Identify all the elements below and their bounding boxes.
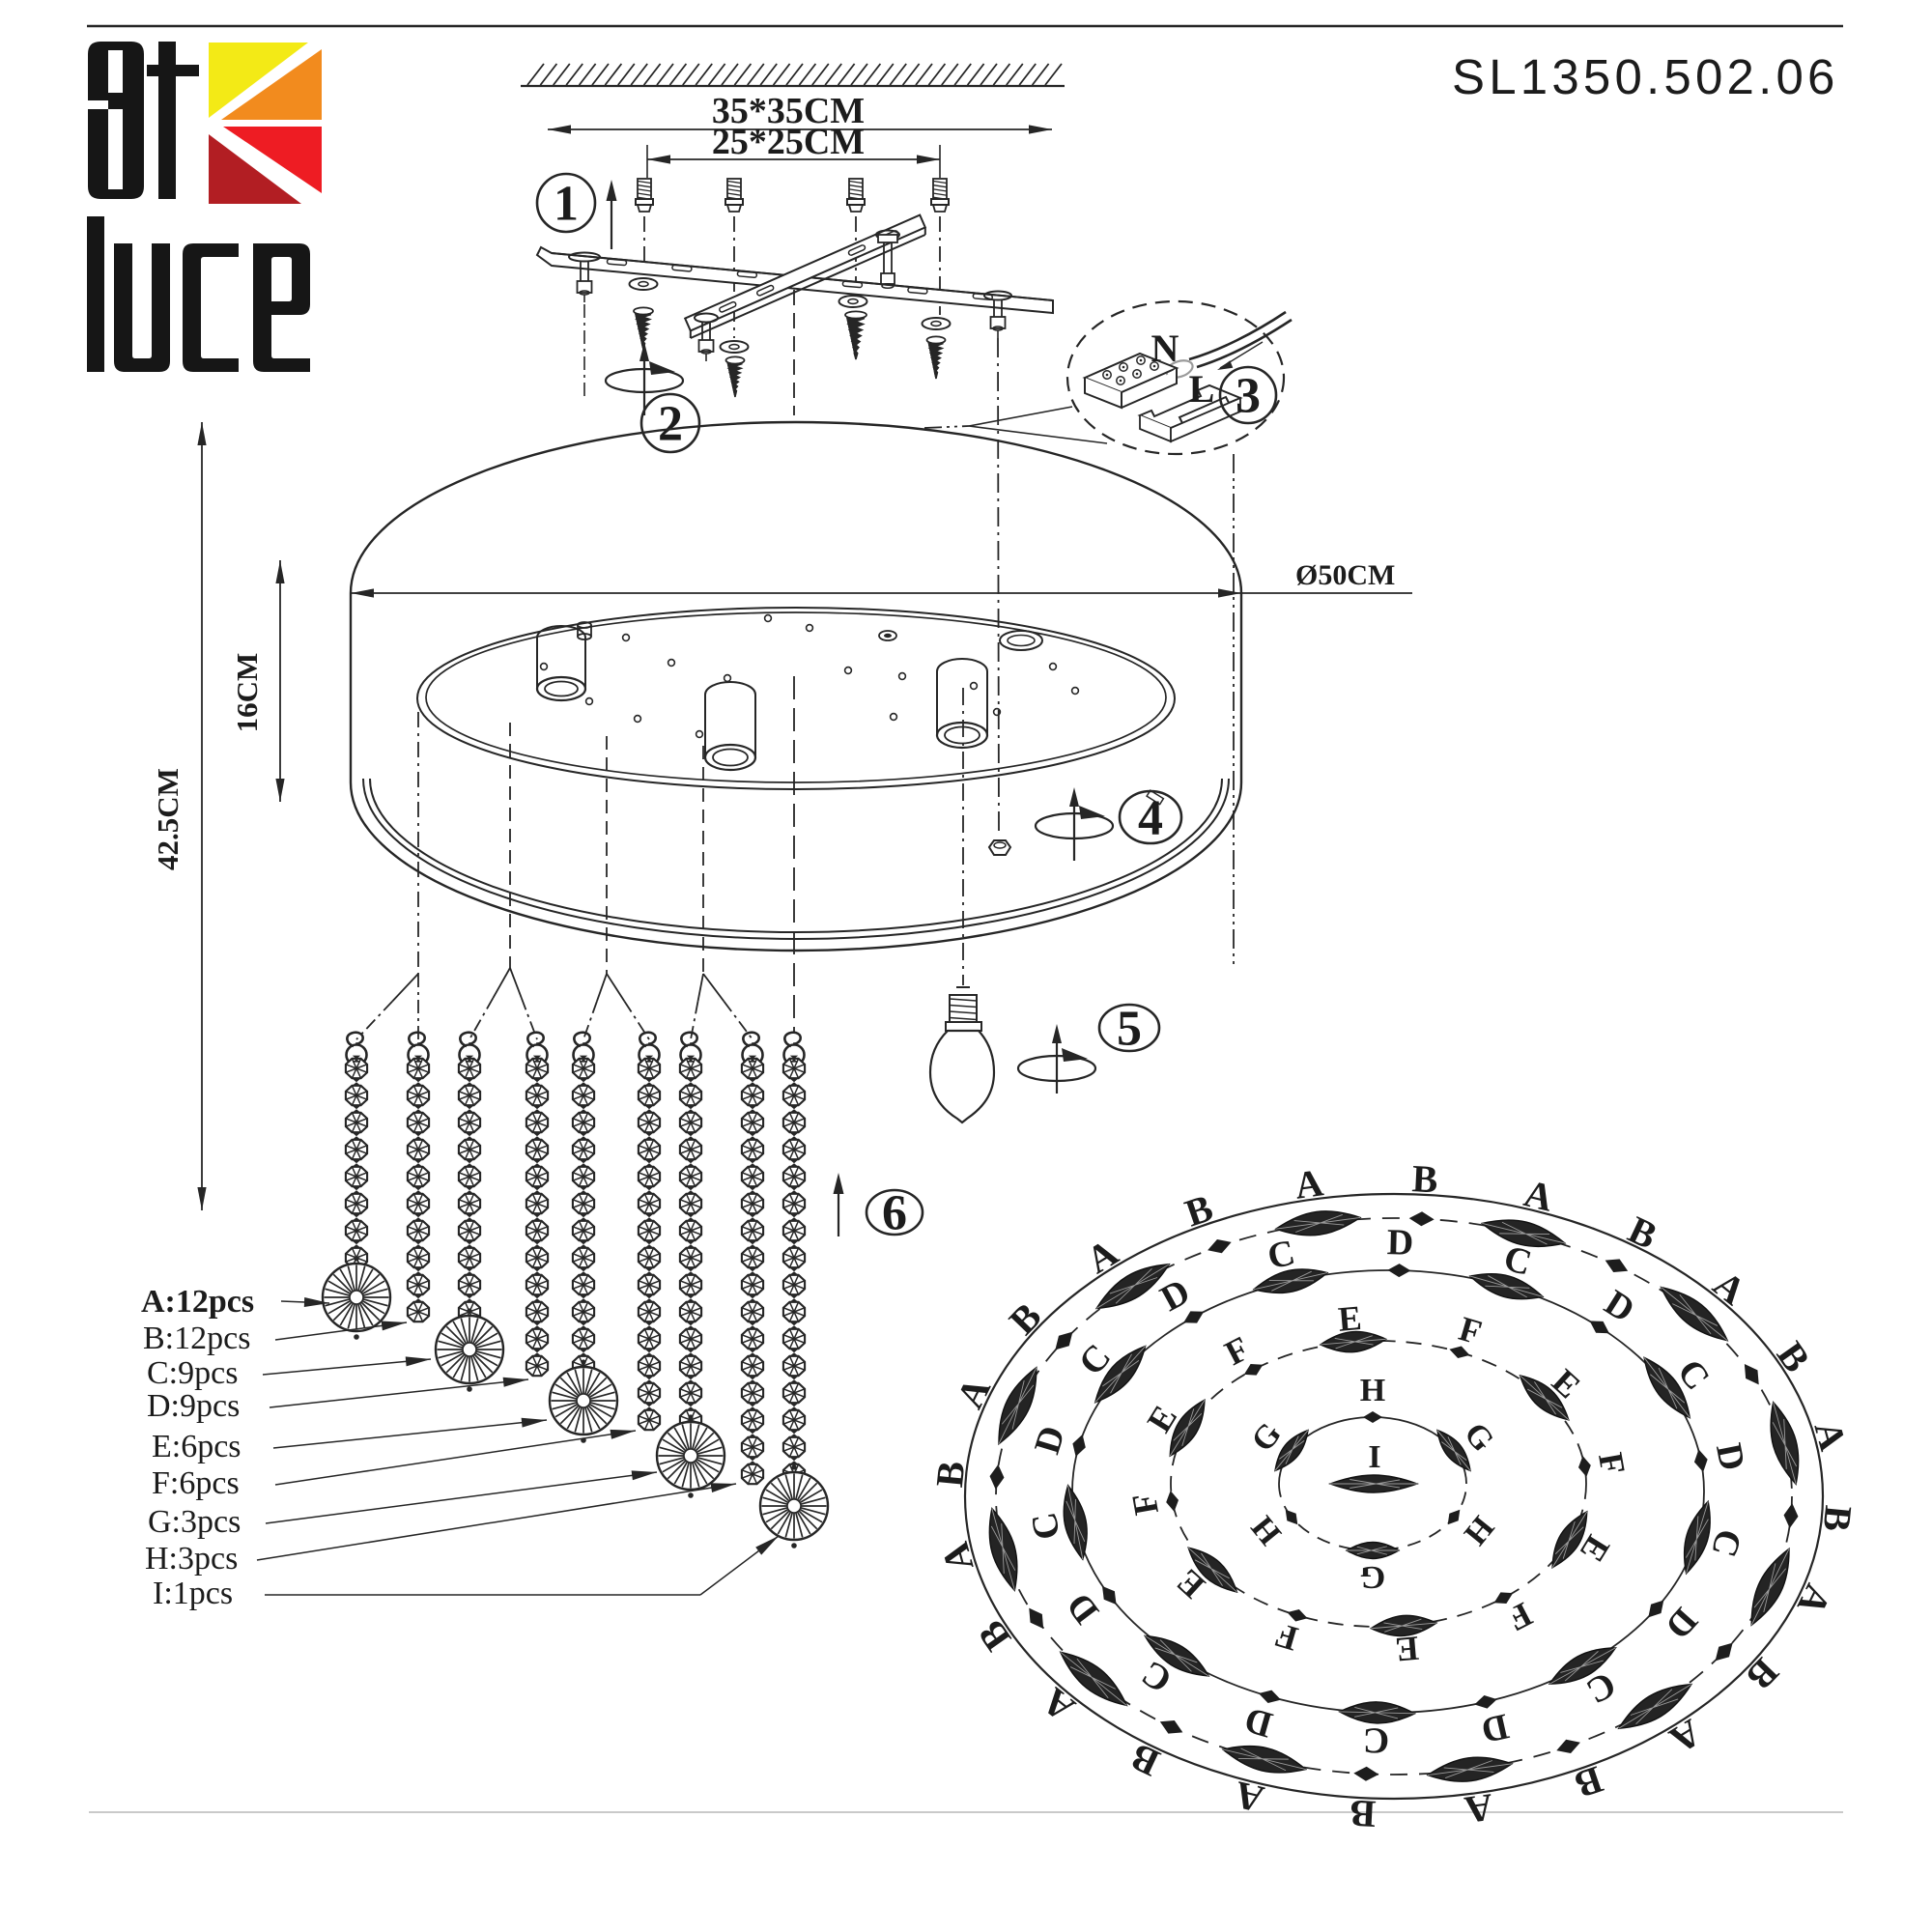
svg-text:G: G	[1360, 1559, 1385, 1595]
svg-text:Ø50CM: Ø50CM	[1295, 559, 1395, 591]
svg-text:H:3pcs: H:3pcs	[145, 1541, 238, 1577]
svg-text:D: D	[1386, 1222, 1413, 1264]
svg-text:I: I	[1368, 1439, 1380, 1475]
svg-text:2: 2	[658, 397, 683, 452]
svg-text:C:9pcs: C:9pcs	[147, 1355, 238, 1391]
svg-text:E:6pcs: E:6pcs	[152, 1429, 242, 1464]
svg-text:16CM: 16CM	[230, 653, 264, 733]
svg-text:B: B	[927, 1460, 973, 1490]
svg-text:A:12pcs: A:12pcs	[141, 1284, 254, 1320]
svg-text:N: N	[1151, 327, 1179, 370]
svg-text:B: B	[1349, 1792, 1377, 1836]
svg-text:L: L	[1189, 367, 1215, 411]
svg-text:C: C	[1362, 1719, 1389, 1761]
svg-text:F:6pcs: F:6pcs	[152, 1465, 240, 1501]
svg-text:E: E	[1394, 1629, 1420, 1669]
svg-text:E: E	[1337, 1298, 1363, 1339]
svg-text:H: H	[1360, 1373, 1385, 1408]
svg-text:A: A	[1462, 1785, 1495, 1832]
svg-text:1: 1	[554, 177, 579, 232]
svg-text:25*25CM: 25*25CM	[712, 122, 865, 162]
svg-text:6: 6	[882, 1186, 907, 1241]
svg-text:35*35CM: 35*35CM	[712, 91, 865, 131]
svg-text:B: B	[1815, 1503, 1861, 1533]
svg-text:SL1350.502.06: SL1350.502.06	[1452, 49, 1839, 104]
svg-text:3: 3	[1236, 369, 1261, 424]
svg-text:42.5CM: 42.5CM	[151, 768, 185, 870]
svg-text:I:1pcs: I:1pcs	[153, 1576, 233, 1611]
svg-text:G:3pcs: G:3pcs	[148, 1504, 241, 1540]
svg-text:5: 5	[1117, 1002, 1142, 1057]
svg-text:A: A	[1293, 1160, 1326, 1207]
svg-text:B:12pcs: B:12pcs	[143, 1321, 250, 1356]
svg-text:D:9pcs: D:9pcs	[147, 1388, 240, 1424]
svg-text:B: B	[1411, 1156, 1439, 1201]
svg-text:4: 4	[1138, 791, 1163, 846]
